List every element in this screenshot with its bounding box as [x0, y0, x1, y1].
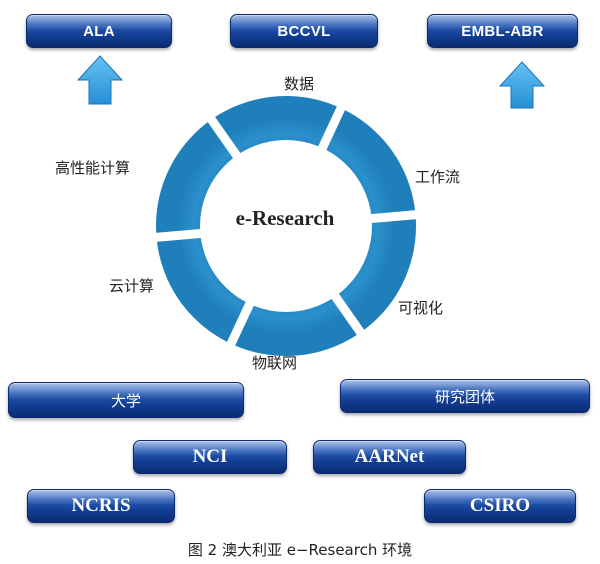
ring-gap-4: [226, 300, 255, 348]
ring-label-hpc: 高性能计算: [55, 159, 131, 177]
ring-gap-3: [330, 292, 366, 337]
ring-label-visualization: 可视化: [398, 299, 444, 317]
ring-gap-5: [154, 228, 203, 242]
up-arrow-left-icon: [76, 55, 124, 105]
box-bccvl-label: BCCVL: [277, 22, 331, 40]
box-ala-label: ALA: [83, 22, 115, 40]
box-research-community: 研究团体: [340, 379, 590, 413]
center-label: e-Research: [235, 206, 335, 230]
ring-label-cloud: 云计算: [109, 277, 155, 295]
box-nci-label: NCI: [192, 446, 228, 467]
figure-caption: 图 2 澳大利亚 e−Research 环境: [187, 541, 413, 559]
box-aarnet: AARNet: [313, 440, 466, 474]
ring-label-iot: 物联网: [252, 354, 298, 372]
box-csiro: CSIRO: [424, 489, 576, 523]
box-ala: ALA: [26, 14, 172, 48]
box-csiro-label: CSIRO: [469, 495, 531, 516]
ring-gap-6: [206, 115, 242, 160]
up-arrow-right-icon: [498, 61, 546, 109]
box-ncris: NCRIS: [27, 489, 175, 523]
research-cycle-ring: [156, 96, 416, 356]
ring-segment-gaps: [154, 104, 418, 348]
box-university-label: 大学: [110, 391, 141, 410]
box-university: 大学: [8, 382, 244, 418]
ring-label-data: 数据: [284, 75, 315, 93]
box-embl-abr-label: EMBL-ABR: [461, 22, 544, 40]
box-embl-abr: EMBL-ABR: [427, 14, 578, 48]
box-research-community-label: 研究团体: [434, 387, 495, 406]
box-ncris-label: NCRIS: [71, 495, 131, 516]
ring-label-workflow: 工作流: [415, 168, 461, 186]
ring-gap-2: [369, 210, 418, 224]
box-aarnet-label: AARNet: [354, 446, 425, 467]
box-bccvl: BCCVL: [230, 14, 378, 48]
box-nci: NCI: [133, 440, 287, 474]
ring-gap-1: [317, 104, 346, 152]
